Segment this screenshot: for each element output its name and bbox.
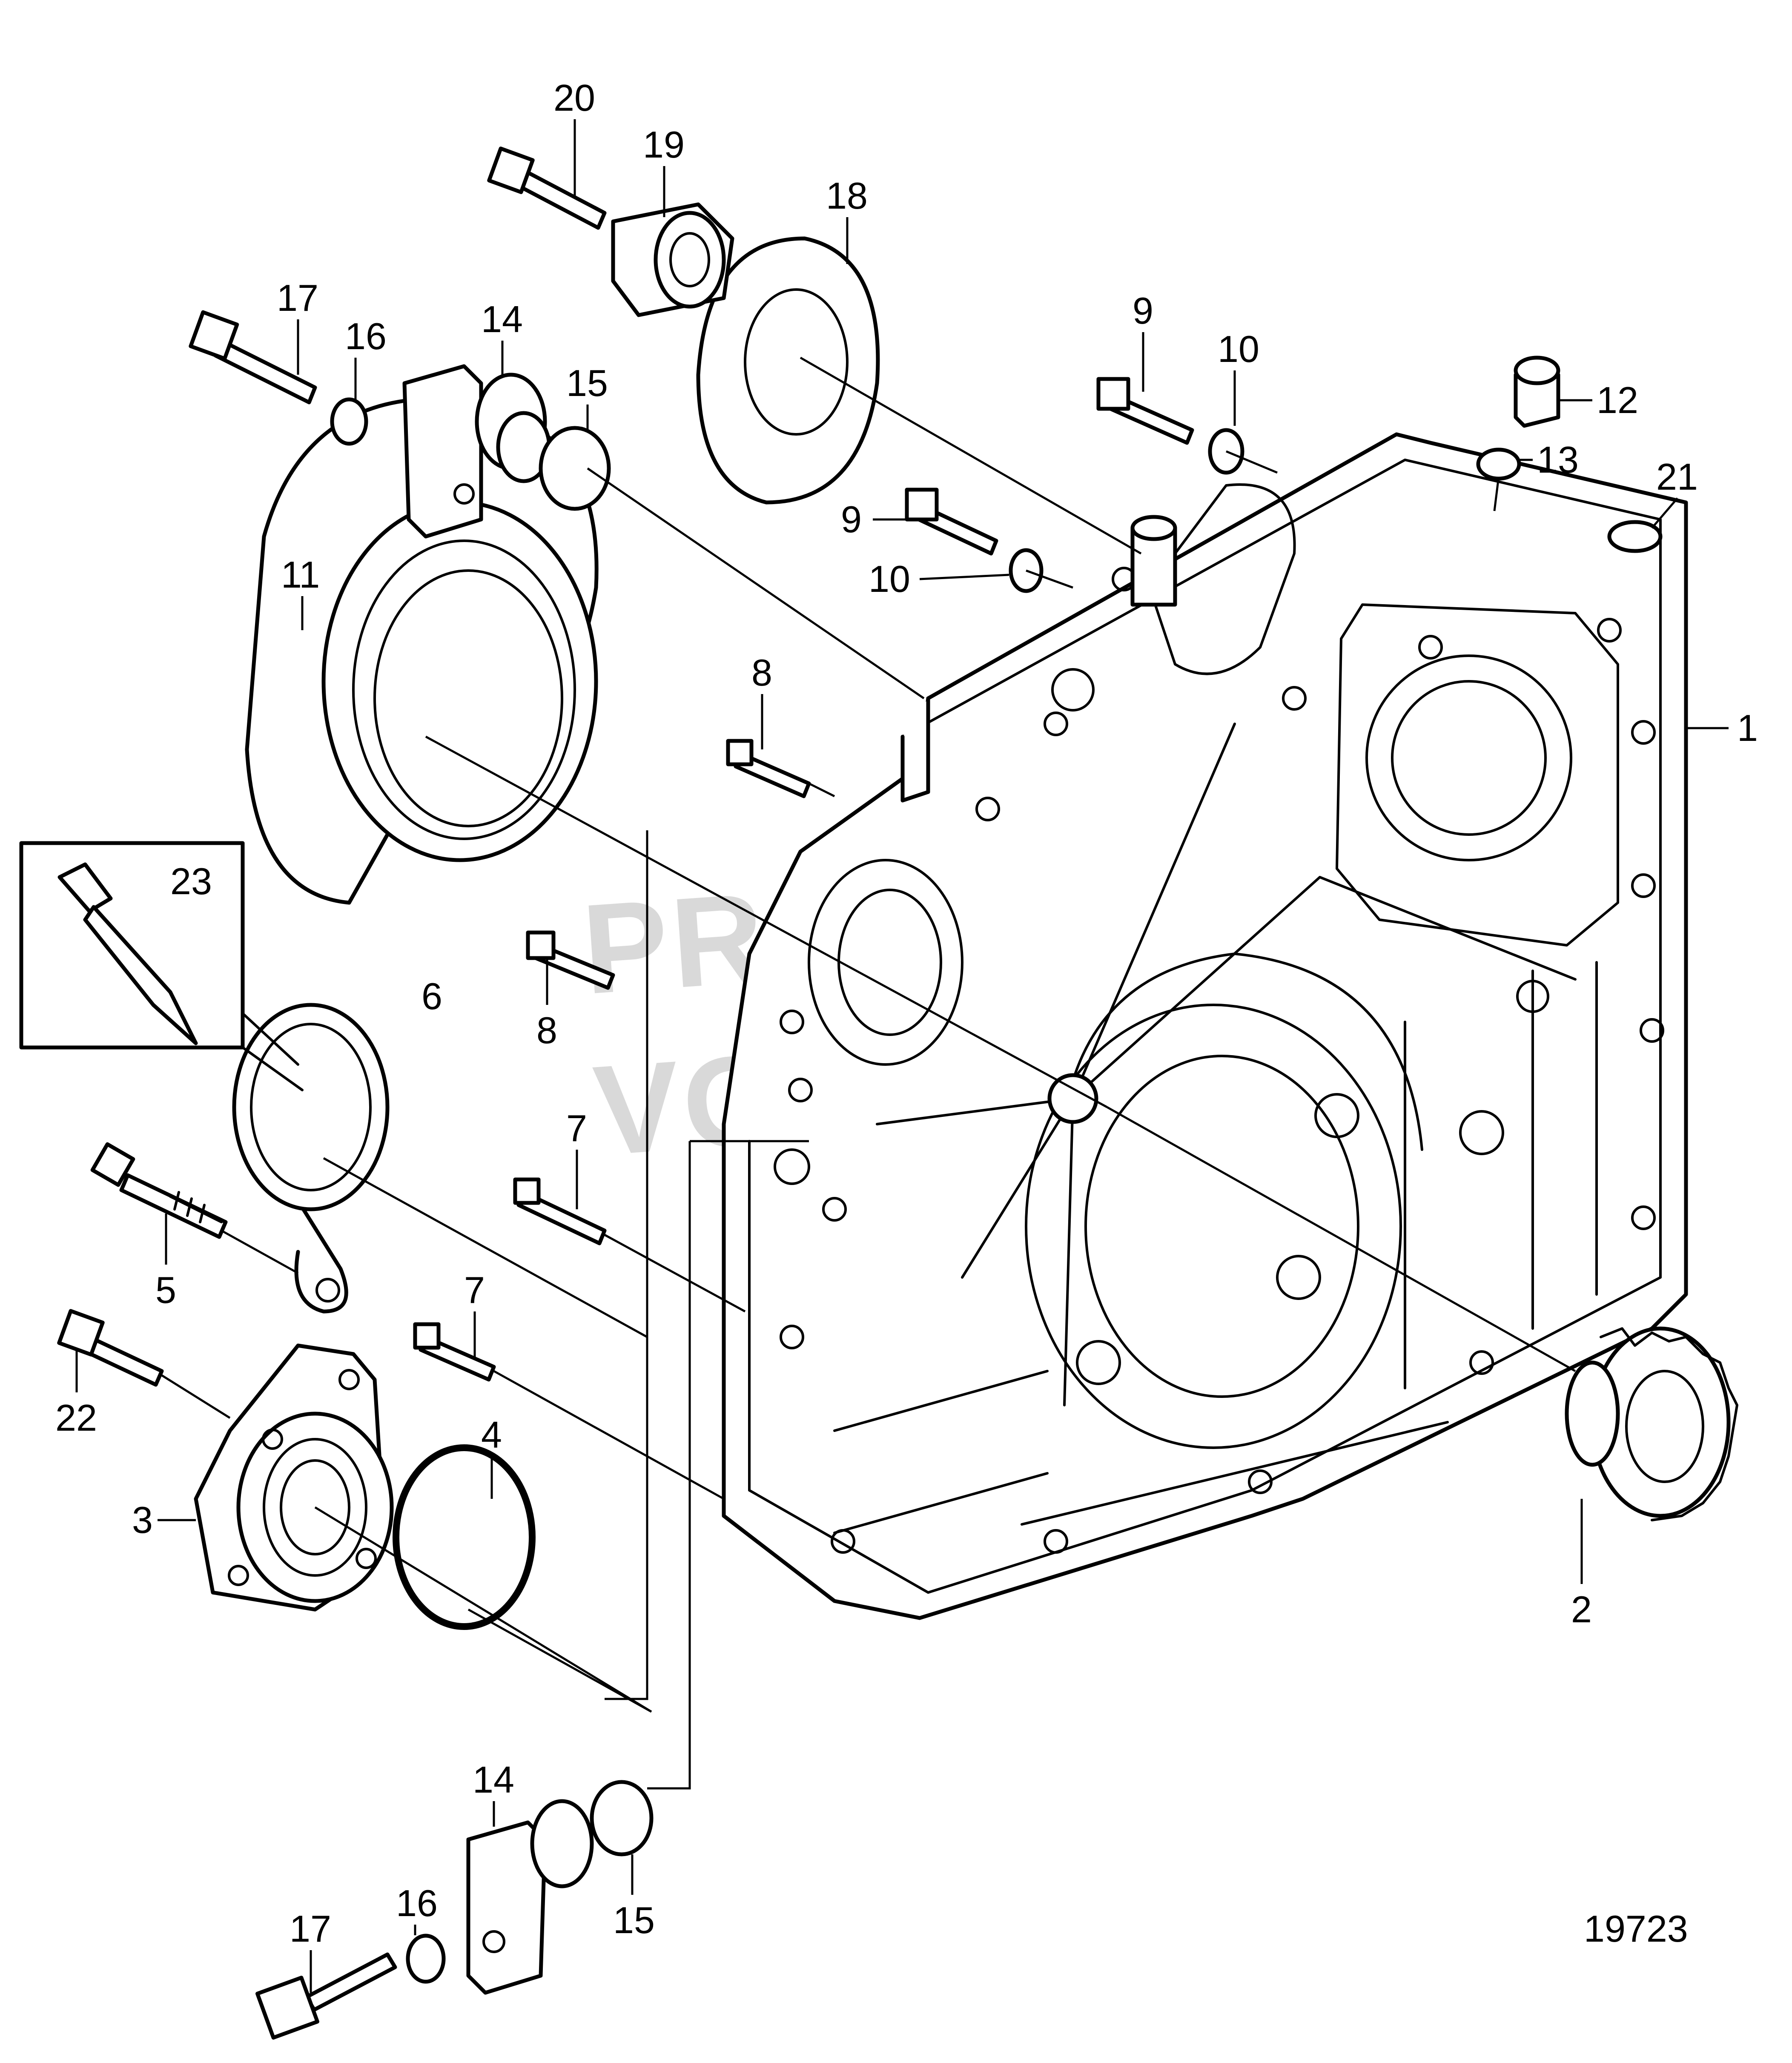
callout-9-upper: 9 — [1133, 290, 1153, 332]
callout-3: 3 — [132, 1499, 153, 1541]
callout-16-lower: 16 — [396, 1882, 438, 1924]
callout-14-lower: 14 — [473, 1759, 514, 1801]
callout-9-lower: 9 — [841, 498, 862, 540]
callout-13: 13 — [1537, 439, 1579, 481]
washer-16-lower — [406, 1934, 446, 1984]
callout-7-lower: 7 — [464, 1269, 485, 1311]
o-ring-large — [393, 1444, 536, 1630]
crankshaft-gear — [1565, 1326, 1738, 1521]
callout-6: 6 — [421, 975, 442, 1017]
callout-7-upper: 7 — [566, 1107, 587, 1149]
o-ring-15-upper — [539, 426, 611, 511]
o-ring-15-lower — [590, 1780, 654, 1856]
bolt-17-lower — [255, 1952, 397, 2040]
bolt-17-upper — [189, 310, 317, 405]
callout-22: 22 — [55, 1397, 97, 1439]
idler-gear — [696, 236, 880, 505]
callout-20: 20 — [553, 77, 595, 119]
bolt-7-lower — [413, 1322, 496, 1382]
bolt-20 — [487, 146, 607, 230]
bolt-8-lower — [526, 930, 615, 990]
assembly-lines — [161, 356, 1576, 1790]
idler-hub — [611, 202, 734, 317]
callout-10-lower: 10 — [869, 558, 910, 600]
dowel-21 — [1607, 520, 1663, 553]
bracket-14-lower — [466, 1799, 594, 1995]
sealing-ring — [232, 1003, 390, 1314]
callout-17-upper: 17 — [277, 277, 318, 319]
callout-17-lower: 17 — [290, 1908, 331, 1950]
bolt-5 — [90, 1142, 228, 1239]
callout-19: 19 — [643, 123, 685, 166]
bolt-22 — [57, 1309, 164, 1387]
washer-16-upper — [330, 397, 368, 446]
bolt-8-upper — [726, 739, 811, 798]
bolt-7-upper — [513, 1177, 607, 1245]
seal-housing — [194, 1343, 394, 1612]
callout-8-lower: 8 — [536, 1009, 557, 1051]
callout-21: 21 — [1656, 456, 1698, 498]
bolt-9-lower — [905, 488, 998, 556]
callout-14-upper: 14 — [481, 298, 523, 340]
callout-1: 1 — [1737, 707, 1758, 749]
large-seal-ring — [245, 396, 599, 905]
callout-2: 2 — [1571, 1588, 1592, 1630]
bolt-9-upper — [1096, 377, 1194, 445]
figure-number: 19723 — [1584, 1908, 1688, 1950]
callout-15-upper: 15 — [566, 362, 608, 404]
timing-gear-housing — [722, 432, 1688, 1620]
sealant-inset — [19, 841, 304, 1091]
bracket-14-upper — [402, 364, 551, 539]
callout-11: 11 — [281, 554, 320, 596]
callout-18: 18 — [826, 175, 868, 217]
callout-labels: 1 2 3 4 5 6 7 7 8 8 9 9 10 10 11 12 13 1… — [55, 77, 1758, 1993]
callout-10-upper: 10 — [1218, 328, 1259, 370]
callout-5: 5 — [155, 1269, 176, 1311]
callout-8-upper: 8 — [751, 651, 772, 694]
plug-12 — [1514, 356, 1560, 428]
callout-16-upper: 16 — [345, 315, 387, 357]
callout-4: 4 — [481, 1414, 502, 1456]
callout-23: 23 — [170, 860, 212, 902]
callout-12: 12 — [1597, 379, 1638, 421]
callout-15-lower: 15 — [613, 1899, 655, 1941]
washer-13 — [1476, 448, 1521, 481]
